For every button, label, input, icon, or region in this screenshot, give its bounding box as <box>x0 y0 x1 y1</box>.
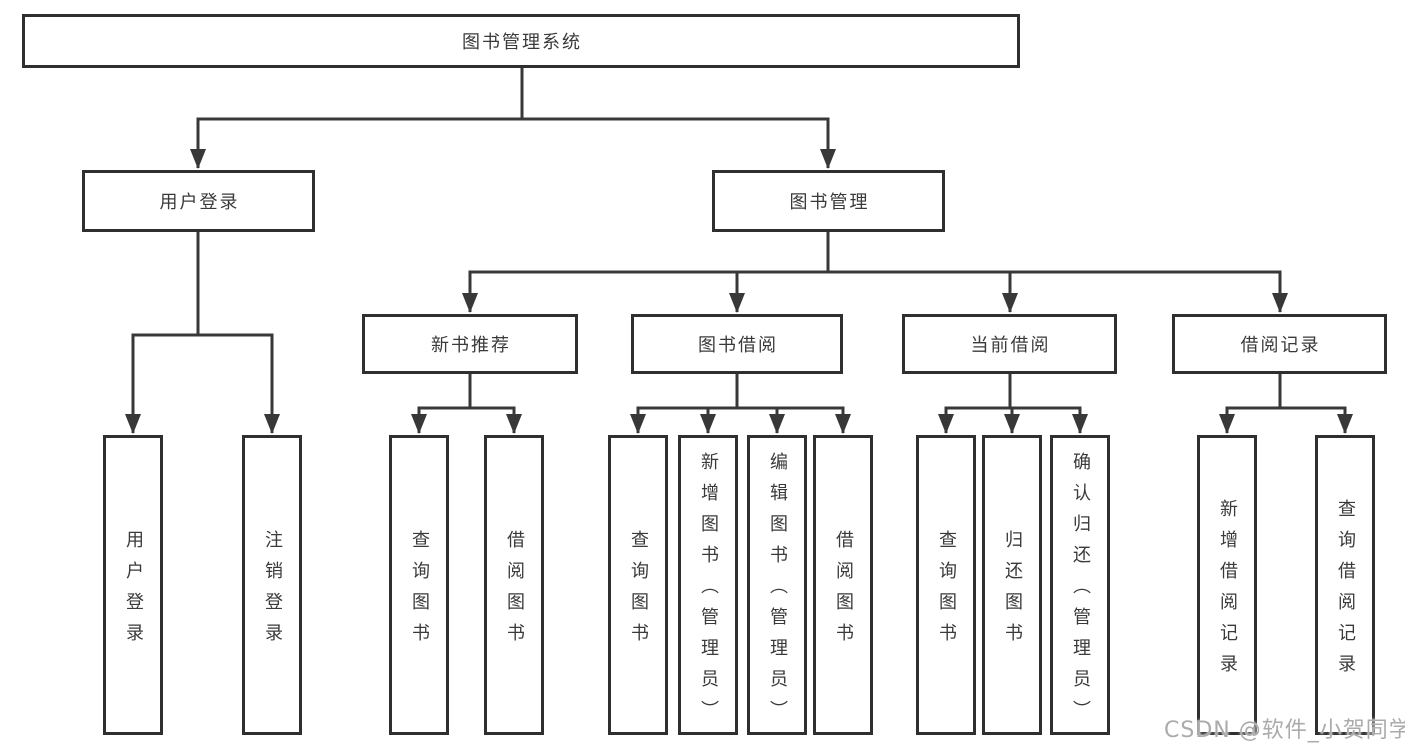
connector-borrow-record-to-leaves <box>1219 374 1353 434</box>
node-leaf-query-book-current: 查询图书 <box>916 435 976 735</box>
node-label: 图书借阅 <box>698 335 778 356</box>
node-current-borrow: 当前借阅 <box>902 314 1117 374</box>
node-label: 借阅图书 <box>504 529 525 654</box>
connector-book-management-to-level3 <box>462 232 1288 313</box>
node-borrow-record: 借阅记录 <box>1172 314 1387 374</box>
connector-current-borrow-to-leaves <box>938 374 1088 434</box>
node-label: 查询图书 <box>409 529 430 654</box>
node-label: 编辑图书（管理员） <box>767 452 788 731</box>
node-label: 当前借阅 <box>970 335 1051 356</box>
node-book-management: 图书管理 <box>712 170 945 232</box>
node-label: 归还图书 <box>1002 529 1023 654</box>
node-label: 新增图书（管理员） <box>698 452 719 731</box>
node-leaf-query-book-rec: 查询图书 <box>389 435 449 735</box>
node-label: 借阅记录 <box>1240 335 1321 356</box>
node-label: 新增借阅记录 <box>1217 498 1238 685</box>
node-label: 新书推荐 <box>431 335 511 356</box>
node-leaf-user-login: 用户登录 <box>103 435 163 735</box>
node-book-borrow: 图书借阅 <box>631 314 843 374</box>
node-label: 查询借阅记录 <box>1335 498 1356 685</box>
node-label: 图书管理系统 <box>462 32 582 53</box>
node-leaf-query-borrow-record: 查询借阅记录 <box>1315 435 1375 735</box>
node-leaf-return-book: 归还图书 <box>982 435 1042 735</box>
node-user-login: 用户登录 <box>82 170 315 232</box>
csdn-watermark: CSDN @软件_小贺同学 <box>1164 718 1405 743</box>
node-label: 用户登录 <box>159 192 240 213</box>
node-leaf-borrow-book: 借阅图书 <box>813 435 873 735</box>
connector-user-login-to-leaves <box>125 232 280 434</box>
connector-book-borrow-to-leaves <box>630 374 851 434</box>
node-label: 用户登录 <box>123 529 144 654</box>
node-new-book-recommend: 新书推荐 <box>362 314 578 374</box>
node-label: 查询图书 <box>628 529 649 654</box>
node-label: 借阅图书 <box>833 529 854 654</box>
node-leaf-add-book-admin: 新增图书（管理员） <box>678 435 738 735</box>
node-library-management-system: 图书管理系统 <box>22 14 1020 68</box>
connector-root-to-level2 <box>190 68 836 169</box>
node-label: 图书管理 <box>789 192 870 213</box>
node-leaf-query-book-borrow: 查询图书 <box>608 435 668 735</box>
node-leaf-edit-book-admin: 编辑图书（管理员） <box>747 435 807 735</box>
node-label: 确认归还（管理员） <box>1070 452 1091 731</box>
node-label: 注销登录 <box>262 529 283 654</box>
connector-new-book-rec-to-leaves <box>411 374 522 434</box>
node-label: 查询图书 <box>936 529 957 654</box>
node-leaf-confirm-return-admin: 确认归还（管理员） <box>1050 435 1110 735</box>
node-leaf-add-borrow-record: 新增借阅记录 <box>1197 435 1257 735</box>
node-leaf-logout-login: 注销登录 <box>242 435 302 735</box>
node-leaf-borrow-book-rec: 借阅图书 <box>484 435 544 735</box>
